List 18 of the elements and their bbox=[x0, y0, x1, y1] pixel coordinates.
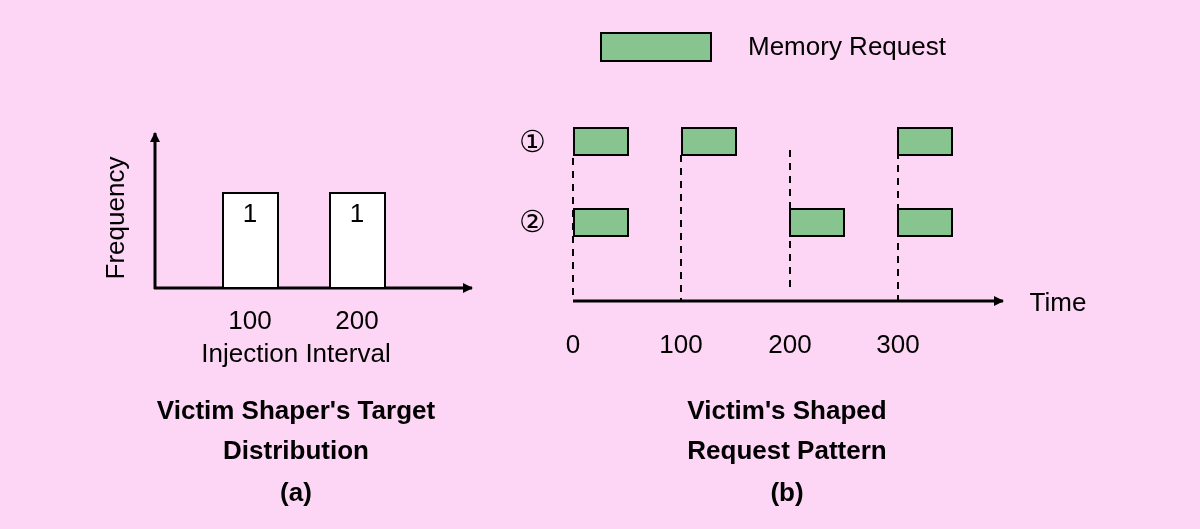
data-label: 1 bbox=[242, 198, 258, 228]
tick-label: 300 bbox=[876, 331, 920, 357]
tick-label: 100 bbox=[228, 305, 272, 335]
tick-label: 200 bbox=[768, 331, 812, 357]
tick-label: 100 bbox=[659, 331, 703, 357]
tick-label: 0 bbox=[565, 331, 581, 357]
tick-label: 200 bbox=[335, 305, 379, 335]
legend-label: Memory Request bbox=[748, 33, 946, 59]
axis-title: Injection Interval bbox=[201, 338, 391, 368]
caption: Victim's Shaped Request Pattern bbox=[686, 394, 888, 467]
row-label: ② bbox=[518, 207, 546, 237]
axis-title: Time bbox=[1029, 289, 1087, 315]
panel-label: (a) bbox=[280, 479, 312, 505]
data-label: 1 bbox=[349, 198, 365, 228]
caption: Victim Shaper's Target Distribution bbox=[155, 394, 437, 467]
row-label: ① bbox=[518, 127, 546, 157]
axis-title: Frequency bbox=[100, 156, 130, 280]
panel-label: (b) bbox=[770, 479, 804, 505]
